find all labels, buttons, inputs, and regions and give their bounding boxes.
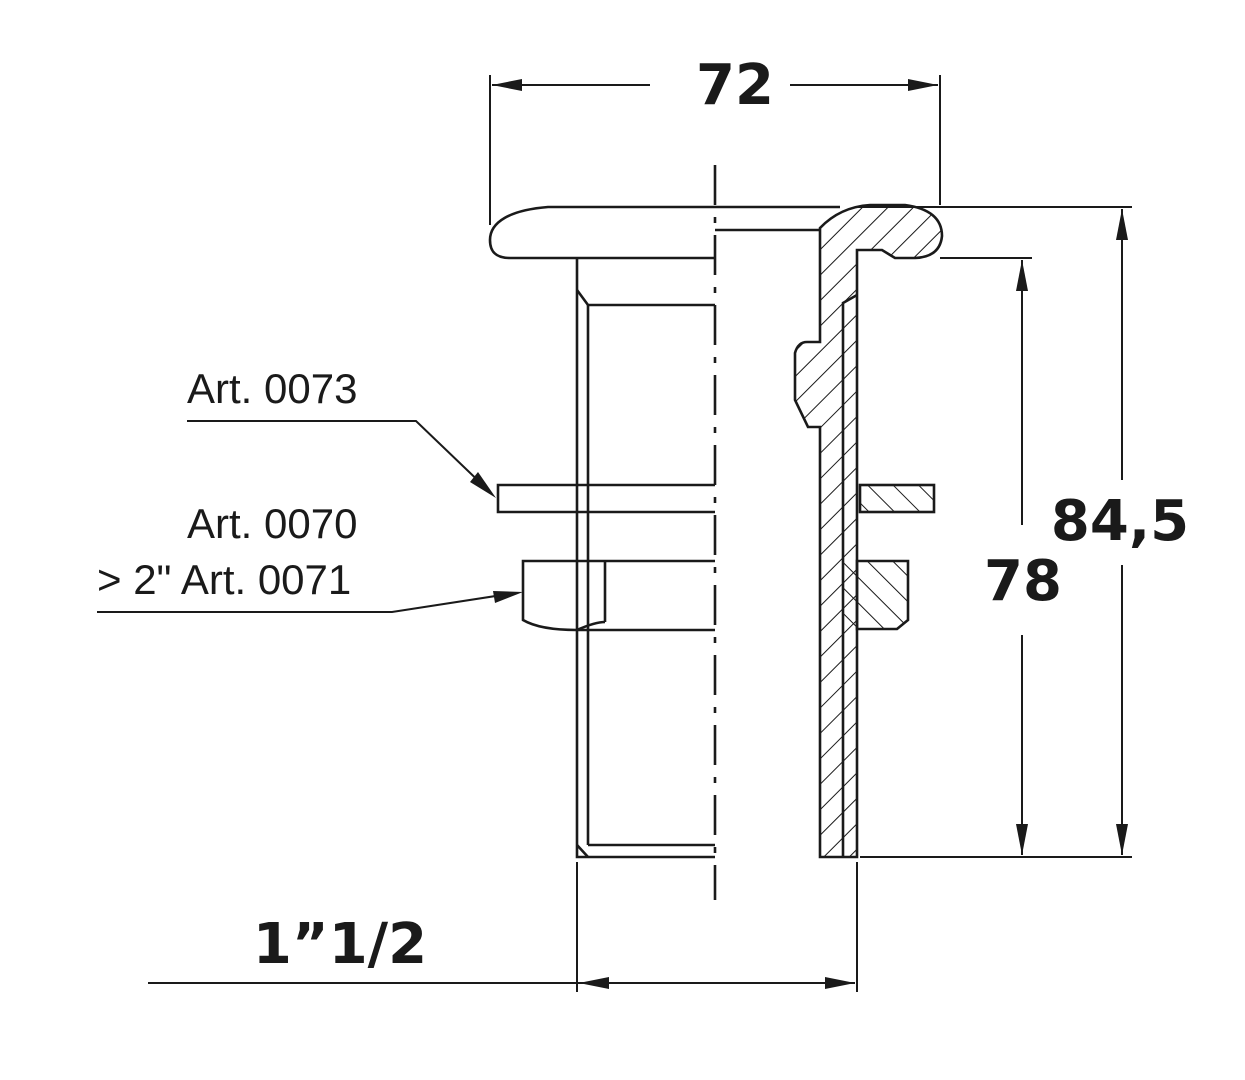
dimension-total-height-value: 84,5 [1051, 489, 1189, 554]
dimension-width-value: 72 [696, 53, 774, 118]
flange-outline [488, 205, 715, 260]
label-nut-text-1: Art. 0070 [187, 500, 357, 547]
dimension-thread: 1”1/2 [148, 862, 858, 992]
label-washer: Art. 0073 [187, 365, 496, 498]
dimension-width: 72 [489, 53, 941, 225]
nut-outline [521, 559, 715, 632]
washer-section [858, 483, 936, 514]
dimension-total-height: 84,5 [855, 206, 1189, 858]
nut-section [855, 559, 910, 631]
dimension-body-height: 78 [940, 257, 1062, 855]
sectioned-wall [793, 203, 944, 859]
body-outline [575, 258, 715, 859]
washer-outline [496, 483, 715, 514]
label-washer-text: Art. 0073 [187, 365, 357, 412]
label-nut: Art. 0070 > 2" Art. 0071 [97, 500, 523, 613]
label-nut-text-2: > 2" Art. 0071 [97, 556, 351, 603]
dimension-thread-value: 1”1/2 [253, 912, 427, 977]
dimension-body-height-value: 78 [984, 549, 1062, 614]
